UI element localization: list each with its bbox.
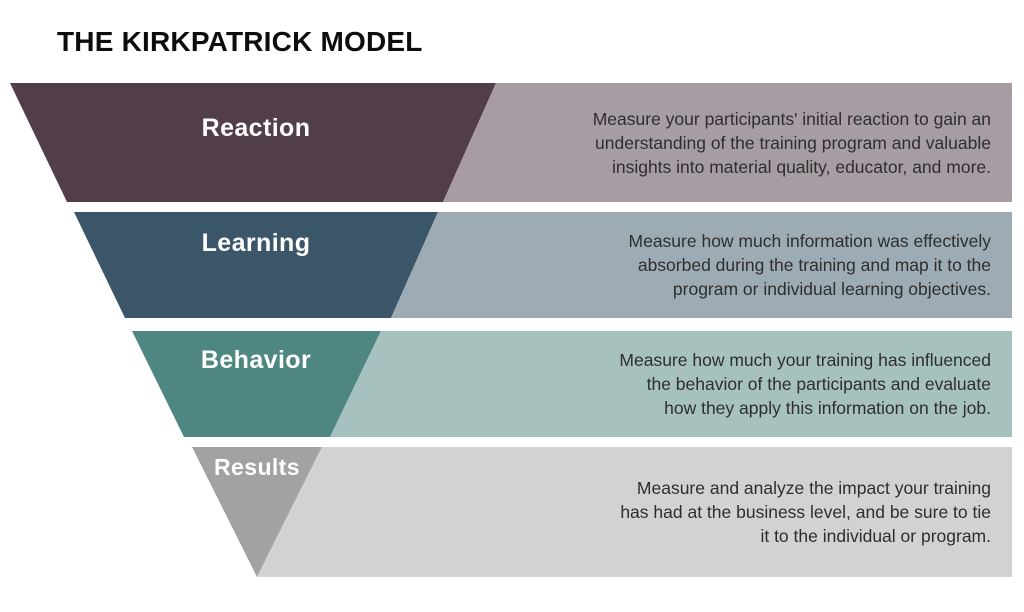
description-line: absorbed during the training and map it … bbox=[637, 255, 991, 275]
description-line: Measure and analyze the impact your trai… bbox=[636, 478, 991, 498]
description-band-learning bbox=[391, 212, 1012, 318]
description-line: it to the individual or program. bbox=[760, 526, 991, 546]
level-description-results: Measure and analyze the impact your trai… bbox=[451, 447, 991, 577]
level-label-reaction: Reaction bbox=[201, 114, 311, 142]
description-line: has had at the business level, and be su… bbox=[620, 502, 991, 522]
level-label-behavior: Behavior bbox=[200, 346, 312, 374]
description-line: program or individual learning objective… bbox=[672, 279, 991, 299]
description-line: insights into material quality, educator… bbox=[611, 156, 991, 177]
level-label-results: Results bbox=[214, 454, 300, 480]
description-line: Measure how much information was effecti… bbox=[628, 231, 991, 251]
description-line: the behavior of the participants and eva… bbox=[646, 374, 991, 394]
level-description-behavior: Measure how much your training has influ… bbox=[451, 331, 991, 437]
funnel-segment-results bbox=[192, 447, 322, 577]
level-description-learning: Measure how much information was effecti… bbox=[451, 212, 991, 318]
funnel-segment-learning bbox=[74, 212, 438, 318]
description-band-behavior bbox=[330, 331, 1012, 437]
description-line: Measure how much your training has influ… bbox=[619, 350, 991, 370]
page-title: THE KIRKPATRICK MODEL bbox=[57, 26, 423, 57]
description-band-results bbox=[257, 447, 1012, 577]
description-line: understanding of the training program an… bbox=[595, 132, 991, 153]
description-line: how they apply this information on the j… bbox=[664, 398, 991, 418]
level-label-learning: Learning bbox=[201, 229, 311, 257]
funnel-segment-behavior bbox=[132, 331, 381, 437]
description-band-reaction bbox=[443, 83, 1012, 202]
level-description-reaction: Measure your participants' initial react… bbox=[451, 83, 991, 202]
funnel-segment-reaction bbox=[10, 83, 496, 202]
description-line: Measure your participants' initial react… bbox=[592, 108, 991, 129]
